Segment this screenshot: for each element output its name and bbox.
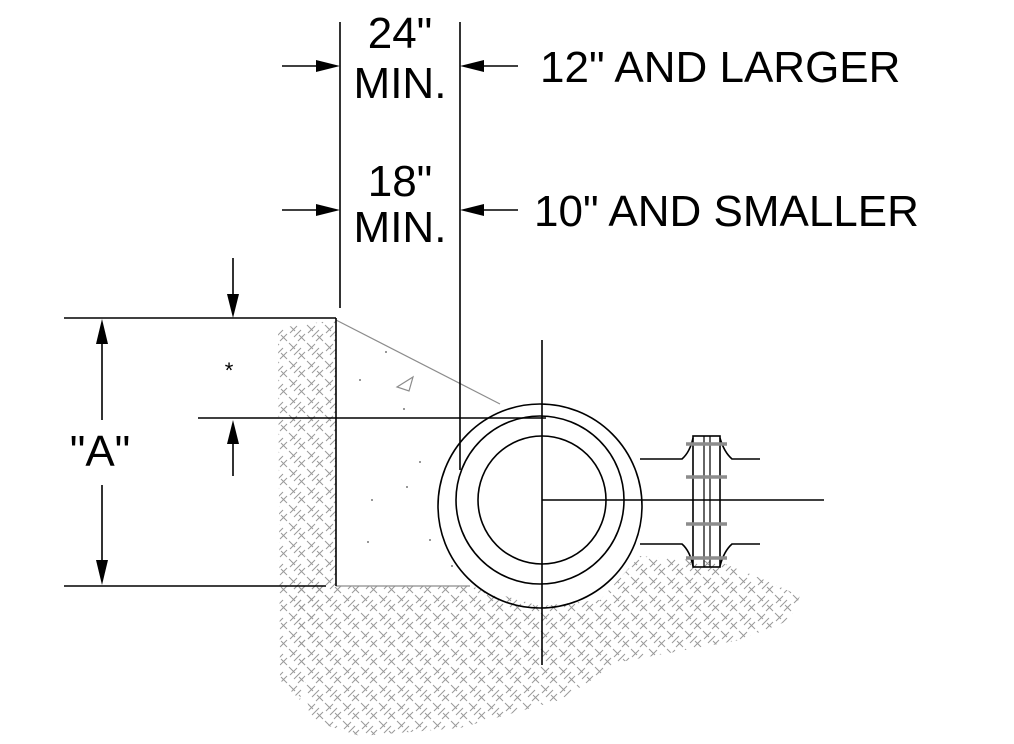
soil-bottom-hatch <box>292 556 800 736</box>
concrete-aggregate-dots <box>359 351 453 567</box>
clearance-24-arrow-left <box>316 60 340 72</box>
concrete-thrust-block <box>335 319 501 587</box>
clearance-24-pipe-note: 12" AND LARGER <box>540 43 900 92</box>
clearance-18-value: 18" <box>368 157 433 206</box>
cover-arrow-bottom <box>227 420 239 444</box>
branch-lower-contour-right <box>719 543 760 567</box>
cover-arrow-top <box>227 294 239 318</box>
pipe-branch-flange <box>640 435 760 568</box>
branch-upper-contour-right <box>719 437 760 460</box>
concrete-symbol-triangle <box>395 375 415 392</box>
dimension-a-arrow-top <box>96 319 108 344</box>
clearance-18-dimension: 18" MIN. 10" AND SMALLER <box>282 157 919 252</box>
soil-wall-hatch <box>278 320 336 700</box>
flange-outer <box>692 435 721 568</box>
dimension-a-label: "A" <box>70 427 131 476</box>
branch-upper-contour-left <box>640 437 694 460</box>
dimension-a: "A" <box>70 319 131 585</box>
clearance-24-arrow-right <box>460 60 484 72</box>
clearance-18-min: MIN. <box>354 203 447 252</box>
clearance-18-arrow-right <box>460 204 484 216</box>
clearance-24-min: MIN. <box>354 59 447 108</box>
undisturbed-soil-hatch <box>278 320 800 736</box>
cover-dimension: * <box>225 258 239 476</box>
clearance-18-arrow-left <box>316 204 340 216</box>
clearance-18-pipe-note: 10" AND SMALLER <box>534 187 919 236</box>
note-asterisk: * <box>225 358 234 383</box>
dimension-a-arrow-bottom <box>96 560 108 585</box>
thrust-block-slope-edge <box>335 319 501 405</box>
pipe-fitting <box>437 340 824 665</box>
pipe-bell-outer <box>437 403 643 609</box>
clearance-24-value: 24" <box>368 9 433 58</box>
clearance-24-dimension: 24" MIN. 12" AND LARGER <box>282 9 900 108</box>
